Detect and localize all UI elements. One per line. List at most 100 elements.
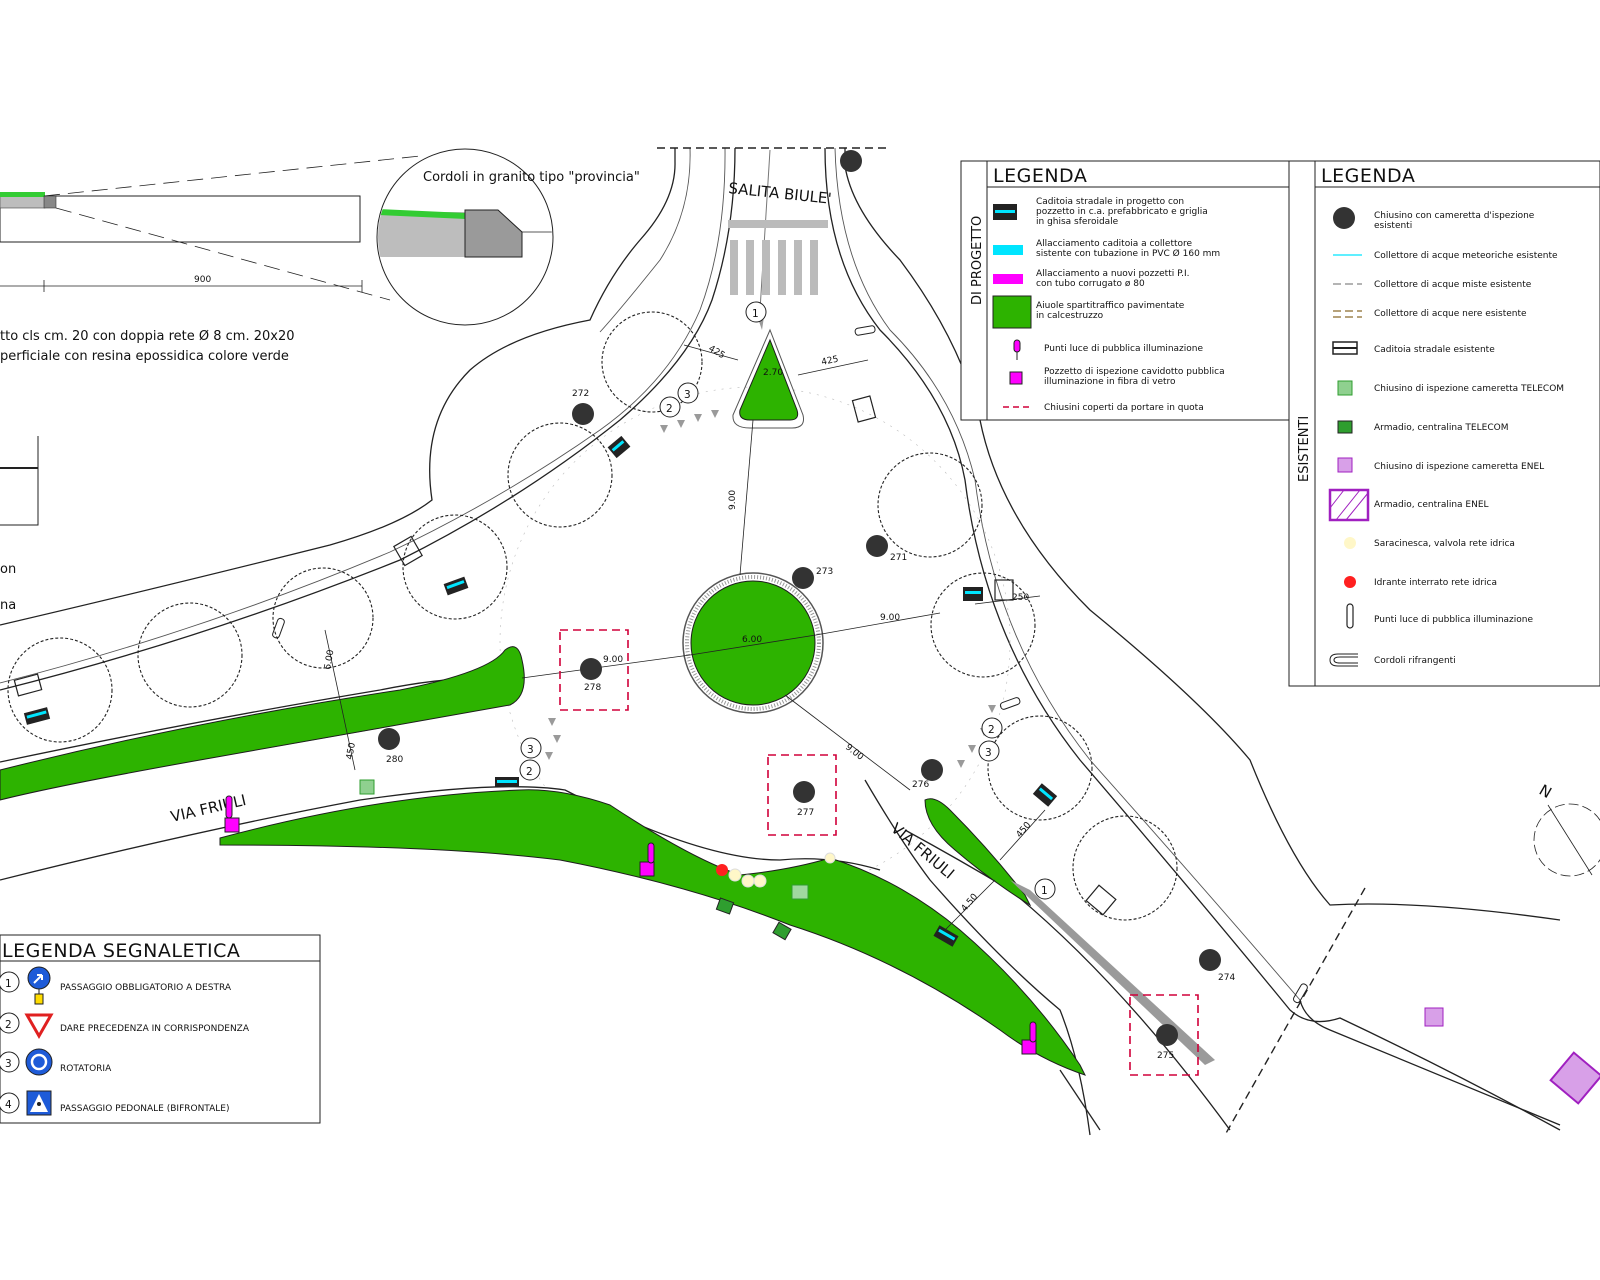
svg-text:Allacciamento a nuovi pozzetti: Allacciamento a nuovi pozzetti P.I.: [1036, 269, 1190, 279]
manhole-label: 278: [584, 683, 601, 693]
legend-segnaletica: LEGENDA SEGNALETICA 1 PASSAGGIO OBBLIGAT…: [0, 934, 321, 1124]
svg-text:3: 3: [5, 1058, 12, 1070]
svg-text:Armadio, centralina ENEL: Armadio, centralina ENEL: [1374, 500, 1489, 510]
svg-text:Allacciamento caditoia a colle: Allacciamento caditoia a collettore: [1036, 239, 1193, 249]
sign-marker: 1: [1034, 878, 1056, 900]
svg-text:Armadio, centralina TELECOM: Armadio, centralina TELECOM: [1374, 423, 1508, 433]
manhole-label: 274: [1218, 973, 1235, 983]
sign-marker: 3: [520, 737, 542, 759]
north-arrow: N: [1533, 781, 1600, 877]
svg-text:3: 3: [527, 744, 534, 756]
tree: [137, 602, 243, 708]
manhole-label: 271: [890, 553, 907, 563]
tree: [507, 422, 613, 528]
note-line-2: perficiale con resina epossidica colore …: [0, 349, 289, 364]
legend-progetto-title: LEGENDA: [993, 165, 1087, 187]
legend-esistenti: LEGENDA ESISTENTI Chiusino con cameretta…: [1288, 160, 1600, 687]
dim-425-right: 425: [821, 355, 840, 368]
pedestrian-crossing-north: [728, 220, 828, 295]
svg-text:con tubo corrugato ø 80: con tubo corrugato ø 80: [1036, 279, 1145, 289]
curb-detail: 900 Cordoli in granito tipo "provincia" …: [0, 148, 640, 613]
legend-progetto: LEGENDA DI PROGETTO Caditoia stradale in…: [960, 160, 1290, 421]
legend-segnaletica-title: LEGENDA SEGNALETICA: [2, 940, 240, 962]
tree: [402, 514, 508, 620]
dim-270: 2.70: [763, 368, 783, 378]
raise-cover-box: [1129, 994, 1199, 1076]
tree: [601, 311, 703, 413]
legend-esistenti-side-label: ESISTENTI: [1297, 416, 1312, 482]
central-island: [690, 580, 816, 706]
svg-text:Chiusino di ispezione camerett: Chiusino di ispezione cameretta ENEL: [1374, 462, 1544, 472]
street-name-north: SALITA BIULE': [728, 179, 833, 208]
sign-marker: 2: [981, 717, 1003, 739]
tree: [877, 452, 983, 558]
tree: [987, 715, 1093, 821]
dim-450-west: 450: [345, 742, 358, 761]
dim-west-900: 9.00: [603, 655, 623, 665]
svg-text:Punti luce di pubblica illumin: Punti luce di pubblica illuminazione: [1374, 615, 1533, 625]
north-label: N: [1536, 781, 1555, 802]
svg-text:1: 1: [752, 308, 759, 320]
curb-callout: Cordoli in granito tipo "provincia": [423, 170, 640, 185]
dim-250: 250: [1012, 593, 1029, 603]
svg-text:4: 4: [5, 1099, 12, 1111]
tree: [272, 567, 374, 669]
svg-text:Saracinesca, valvola rete idri: Saracinesca, valvola rete idrica: [1374, 539, 1515, 549]
svg-text:illuminazione in fibra di vetr: illuminazione in fibra di vetro: [1044, 377, 1176, 387]
svg-text:3: 3: [684, 389, 691, 401]
svg-text:ROTATORIA: ROTATORIA: [60, 1064, 112, 1074]
svg-text:Chiusino con cameretta d'ispez: Chiusino con cameretta d'ispezione: [1374, 211, 1535, 221]
sign-markers: 1 1 2 2 2 3 3 3: [519, 301, 1056, 900]
note-fragment-1: on: [0, 562, 16, 577]
dim-diameter-600: 6.00: [742, 635, 762, 645]
sign-marker: 3: [978, 740, 1000, 762]
svg-text:pozzetto in c.a. prefabbricato: pozzetto in c.a. prefabbricato e griglia: [1036, 207, 1208, 217]
manholes: 272 273 271 278 280 277 276 274 275: [378, 150, 1235, 1076]
manhole-label: 277: [797, 808, 814, 818]
tree: [1072, 815, 1178, 921]
tree: [930, 572, 1036, 678]
fixtures: [13, 325, 1600, 1105]
svg-text:Cordoli rifrangenti: Cordoli rifrangenti: [1374, 656, 1456, 666]
svg-text:3: 3: [985, 747, 992, 759]
dim-north-900: 9.00: [728, 490, 738, 510]
svg-text:Caditoia stradale esistente: Caditoia stradale esistente: [1374, 345, 1495, 355]
svg-text:DARE PRECEDENZA IN CORRISPONDE: DARE PRECEDENZA IN CORRISPONDENZA: [60, 1024, 250, 1034]
north-splitter-island: [739, 338, 799, 421]
svg-text:PASSAGGIO OBBLIGATORIO A DESTR: PASSAGGIO OBBLIGATORIO A DESTRA: [60, 983, 232, 993]
svg-text:Chiusino di ispezione camerett: Chiusino di ispezione cameretta TELECOM: [1374, 384, 1564, 394]
dim-450-south: 450: [1015, 820, 1034, 840]
svg-text:Aiuole spartitraffico paviment: Aiuole spartitraffico pavimentate: [1036, 301, 1185, 311]
dim-425-left: 425: [707, 344, 727, 361]
svg-text:Idrante interrato rete idrica: Idrante interrato rete idrica: [1374, 578, 1497, 588]
svg-text:2: 2: [526, 766, 533, 778]
manhole-label: 276: [912, 780, 929, 790]
manhole-label: 272: [572, 389, 589, 399]
legend-progetto-side-label: DI PROGETTO: [970, 216, 985, 305]
svg-text:PASSAGGIO PEDONALE (BIFRONTALE: PASSAGGIO PEDONALE (BIFRONTALE): [60, 1104, 229, 1114]
legend-esistenti-title: LEGENDA: [1321, 165, 1415, 187]
dim-600-west: 6.00: [323, 649, 336, 671]
sign-marker: 2: [519, 759, 541, 781]
svg-text:Collettore di acque meteoriche: Collettore di acque meteoriche esistente: [1374, 251, 1558, 261]
dim-900-label: 900: [194, 275, 211, 285]
raise-cover-box: [559, 629, 629, 711]
note-fragment-2: na: [0, 598, 16, 613]
trees: [7, 311, 1178, 921]
manhole-label: 275: [1157, 1051, 1174, 1061]
raise-cover-box: [767, 754, 837, 836]
svg-text:in ghisa sferoidale: in ghisa sferoidale: [1036, 217, 1119, 227]
sign-marker: 2: [659, 396, 681, 418]
dim-450-south-b: 4.50: [960, 892, 981, 914]
svg-text:Caditoia stradale in progetto: Caditoia stradale in progetto con: [1036, 197, 1184, 207]
svg-text:Chiusini coperti da portare in: Chiusini coperti da portare in quota: [1044, 403, 1204, 413]
svg-text:Collettore di acque miste esis: Collettore di acque miste esistente: [1374, 280, 1532, 290]
svg-text:2: 2: [5, 1019, 12, 1031]
south-splitter-island: [924, 798, 1032, 907]
svg-text:sistente con tubazione in PVC: sistente con tubazione in PVC Ø 160 mm: [1036, 248, 1220, 259]
svg-text:2: 2: [988, 724, 995, 736]
svg-text:1: 1: [1041, 885, 1048, 897]
svg-text:esistenti: esistenti: [1374, 221, 1412, 231]
note-line-1: tto cls cm. 20 con doppia rete Ø 8 cm. 2…: [0, 329, 295, 344]
